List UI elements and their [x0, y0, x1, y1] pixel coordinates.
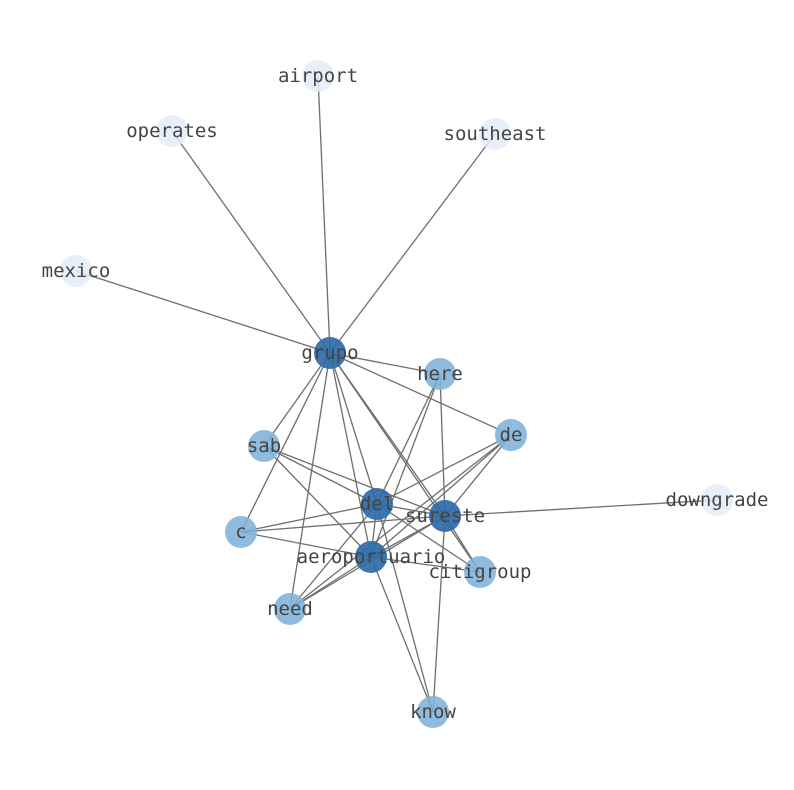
node-label-here: here [417, 363, 463, 385]
node-circle-airport [302, 60, 334, 92]
edge-sureste-downgrade [444, 499, 718, 517]
edge-grupo-del [329, 352, 378, 505]
node-circle-southeast [479, 118, 511, 150]
nodes-layer: grupo del sureste aeroportuario here de sab c ci… [42, 60, 769, 728]
node-label-de: de [500, 424, 523, 446]
node-operates: operates [126, 115, 218, 147]
node-sureste: sureste [405, 500, 485, 532]
node-circle-c [225, 516, 257, 548]
node-southeast: southeast [444, 118, 547, 150]
node-circle-know [417, 696, 449, 728]
node-aeroportuario: aeroportuario [297, 541, 446, 573]
node-label-need: need [267, 598, 313, 620]
edge-del-know [376, 503, 434, 713]
node-circle-del [361, 488, 393, 520]
edge-here-aeroportuario [370, 373, 441, 558]
node-label-citigroup: citigroup [429, 561, 532, 583]
edge-grupo-de [329, 352, 512, 436]
edge-grupo-operates [171, 130, 331, 354]
edge-del-need [289, 503, 378, 610]
edge-grupo-sab [263, 352, 331, 447]
node-circle-need [274, 593, 306, 625]
edge-de-need [289, 434, 512, 610]
edge-sab-del [263, 445, 378, 505]
edge-grupo-mexico [75, 270, 331, 354]
node-here: here [417, 358, 463, 390]
edge-grupo-here [329, 352, 441, 375]
node-label-sureste: sureste [405, 505, 485, 527]
node-circle-sab [248, 430, 280, 462]
node-downgrade: downgrade [666, 484, 769, 516]
edge-aeroportuario-citigroup [370, 556, 481, 573]
node-label-del: del [360, 493, 394, 515]
edge-grupo-airport [317, 75, 331, 354]
node-del: del [360, 488, 394, 520]
node-label-sab: sab [247, 435, 281, 457]
node-airport: airport [278, 60, 358, 92]
node-need: need [267, 593, 313, 625]
edge-de-aeroportuario [370, 434, 512, 558]
edge-del-citigroup [376, 503, 481, 573]
node-circle-mexico [60, 255, 92, 287]
node-c: c [225, 516, 257, 548]
edge-c-sureste [240, 515, 446, 533]
edge-grupo-citigroup [329, 352, 481, 573]
edge-aeroportuario-know [370, 556, 434, 713]
node-citigroup: citigroup [429, 556, 532, 588]
node-know: know [410, 696, 456, 728]
edge-sab-sureste [263, 445, 446, 517]
node-circle-de [495, 419, 527, 451]
edge-here-del [376, 373, 441, 505]
node-label-grupo: grupo [301, 342, 358, 364]
node-label-operates: operates [126, 120, 218, 142]
node-label-c: c [235, 521, 246, 543]
node-grupo: grupo [301, 337, 359, 369]
node-de: de [495, 419, 527, 451]
node-circle-aeroportuario [355, 541, 387, 573]
node-label-downgrade: downgrade [666, 489, 769, 511]
edge-grupo-aeroportuario [329, 352, 372, 558]
node-circle-grupo [314, 337, 346, 369]
edge-grupo-need [289, 352, 331, 610]
node-circle-operates [156, 115, 188, 147]
edge-here-sureste [439, 373, 446, 517]
node-circle-here [424, 358, 456, 390]
node-circle-downgrade [701, 484, 733, 516]
edge-grupo-southeast [329, 133, 496, 354]
edge-de-sureste [444, 434, 512, 517]
edge-sureste-know [432, 515, 446, 713]
edge-c-del [240, 503, 378, 533]
edges-layer [75, 75, 718, 713]
node-circle-citigroup [464, 556, 496, 588]
node-label-know: know [410, 701, 456, 723]
node-label-airport: airport [278, 65, 358, 87]
node-label-mexico: mexico [42, 260, 111, 282]
node-mexico: mexico [42, 255, 111, 287]
node-label-aeroportuario: aeroportuario [297, 546, 446, 568]
edge-aeroportuario-need [289, 556, 372, 610]
edge-sab-aeroportuario [263, 445, 372, 558]
edge-grupo-c [240, 352, 331, 533]
node-circle-sureste [429, 500, 461, 532]
edge-c-aeroportuario [240, 531, 372, 558]
node-label-southeast: southeast [444, 123, 547, 145]
node-sab: sab [247, 430, 281, 462]
edge-de-del [376, 434, 512, 505]
